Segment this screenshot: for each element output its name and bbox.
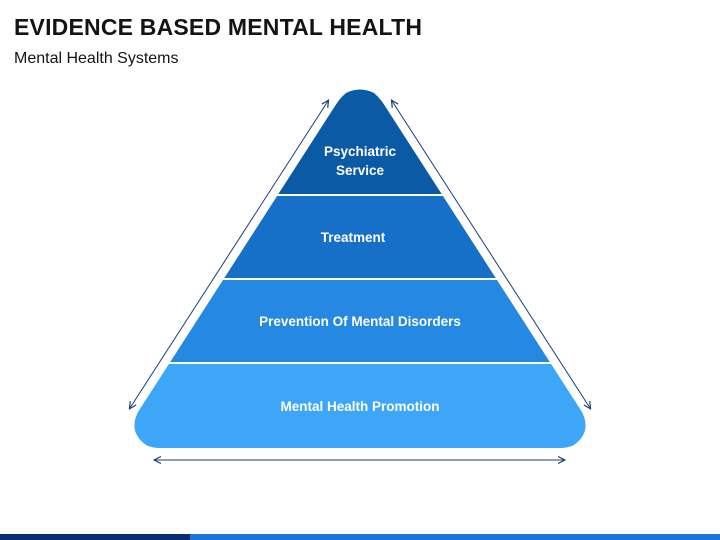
tier-label-treatment: Treatment	[321, 230, 386, 245]
left-side-arrow	[130, 101, 328, 408]
slide-title: EVIDENCE BASED MENTAL HEALTH	[14, 14, 423, 40]
tier-label-promotion: Mental Health Promotion	[280, 399, 439, 414]
tier-promotion	[134, 364, 586, 448]
footer-bar	[0, 534, 720, 540]
footer-bar-dark	[0, 534, 190, 540]
footer-bar-light	[190, 534, 720, 540]
tier-label-prevention: Prevention Of Mental Disorders	[259, 314, 461, 329]
slide-subtitle: Mental Health Systems	[14, 50, 179, 67]
right-side-arrow	[392, 101, 590, 408]
tier-label-psychiatric-line2: Service	[336, 163, 385, 178]
tier-label-psychiatric-line1: Psychiatric	[324, 144, 397, 159]
